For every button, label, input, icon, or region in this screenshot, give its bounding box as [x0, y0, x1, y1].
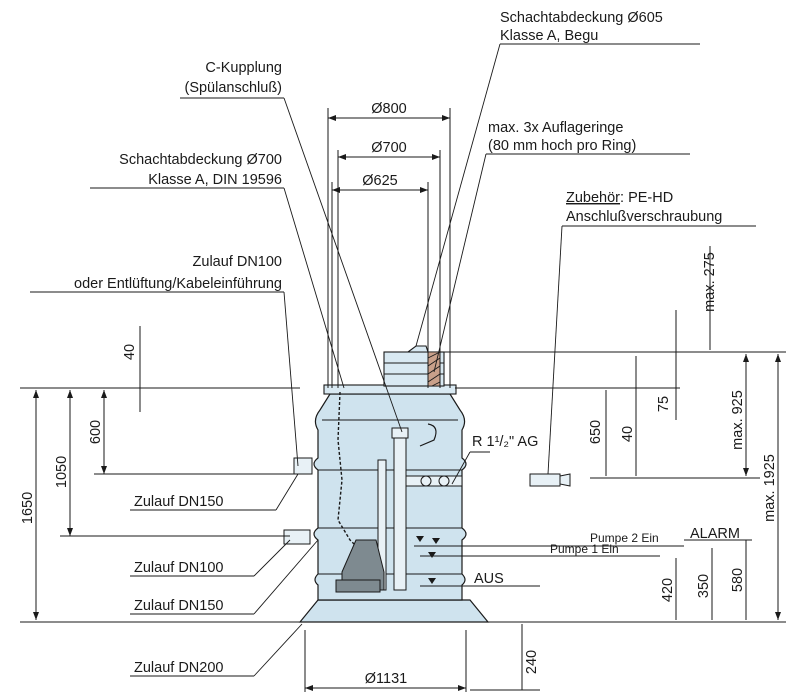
dim-h1650: 1650 [20, 492, 36, 524]
dim-h580: 580 [730, 568, 746, 592]
dim-h1050: 1050 [54, 456, 70, 488]
pump-assembly [283, 391, 571, 593]
dim-h600: 600 [88, 420, 104, 444]
label-aus: AUS [474, 571, 504, 587]
label-accessory-l2: Anschlußverschraubung [566, 209, 722, 225]
dimension-lines [20, 108, 786, 692]
inlet-dn100-stub [283, 529, 311, 545]
dim-h240: 240 [524, 650, 540, 674]
level-markers [414, 536, 752, 587]
label-inlet100top-l2: oder Entlüftung/Kabeleinführung [74, 276, 282, 292]
label-cover605-l2: Klasse A, Begu [500, 28, 598, 44]
dim-h75: 75 [656, 396, 672, 412]
label-ckupplung-l2: (Spülanschluß) [184, 80, 282, 96]
dim-h40a: 40 [122, 344, 138, 360]
dim-hmax275: max. 275 [702, 252, 718, 312]
label-rings-l1: max. 3x Auflageringe [488, 120, 623, 136]
dim-d625: Ø625 [362, 173, 397, 189]
label-inlet150a: Zulauf DN150 [134, 494, 223, 510]
label-inlet100: Zulauf DN100 [134, 560, 223, 576]
inlet-dn150-stub [293, 457, 313, 475]
label-accessory-underlined: Zubehör [566, 190, 620, 206]
label-inlet200: Zulauf DN200 [134, 660, 223, 676]
label-cover700-l2: Klasse A, DIN 19596 [148, 172, 282, 188]
leader-lines [30, 43, 756, 677]
dim-h420: 420 [660, 578, 676, 602]
dim-h40b: 40 [620, 426, 636, 442]
label-accessory-rest: : PE-HD [620, 190, 673, 206]
label-pump1: Pumpe 1 Ein [550, 542, 619, 556]
dim-d1131: Ø1131 [365, 671, 407, 687]
label-cover605-l1: Schachtabdeckung Ø605 [500, 10, 663, 26]
label-pump2: Pumpe 2 Ein [590, 531, 659, 545]
dim-h350: 350 [696, 574, 712, 598]
dim-hmax925: max. 925 [730, 390, 746, 450]
accessory-fitting [529, 473, 561, 487]
label-inlet100top-l1: Zulauf DN100 [193, 254, 282, 270]
label-thread: R 1¹/₂" AG [472, 434, 538, 450]
dim-d700: Ø700 [371, 140, 406, 156]
label-ckupplung-l1: C-Kupplung [205, 60, 282, 76]
label-alarm: ALARM [690, 526, 740, 542]
dim-h650: 650 [588, 420, 604, 444]
label-rings-l2: (80 mm hoch pro Ring) [488, 138, 636, 154]
label-inlet150b: Zulauf DN150 [134, 598, 223, 614]
label-accessory-l1: Zubehör: PE-HD [566, 190, 673, 206]
label-cover700-l1: Schachtabdeckung Ø700 [119, 152, 282, 168]
dim-hmax1925: max. 1925 [762, 454, 778, 522]
dim-d800: Ø800 [371, 101, 406, 117]
